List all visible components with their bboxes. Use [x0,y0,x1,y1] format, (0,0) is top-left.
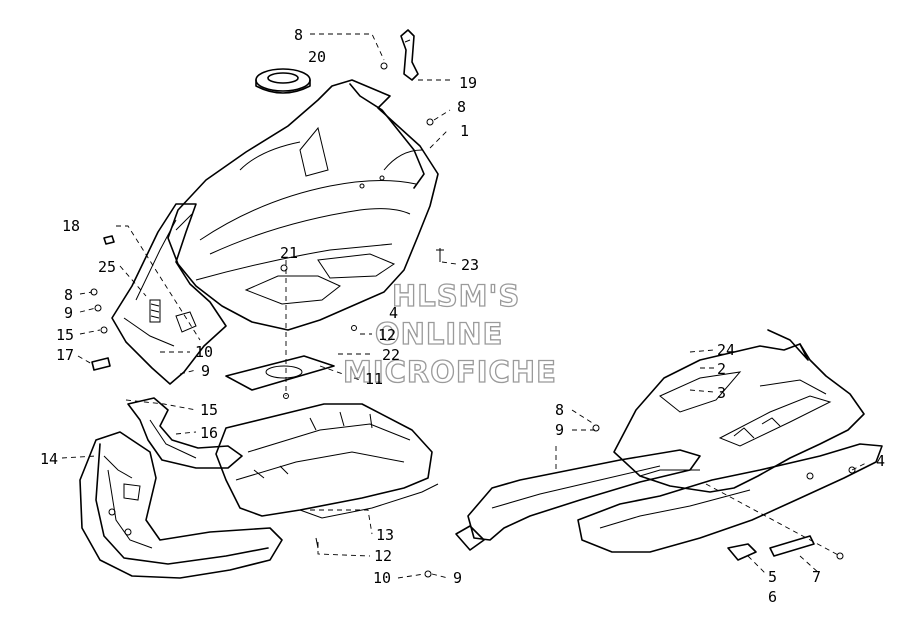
part-19-bracket[interactable] [400,29,419,81]
callout-9: 9 [64,304,73,322]
callout-9: 9 [555,421,564,439]
callout-8: 8 [64,286,73,304]
callout-5: 5 [768,568,777,586]
callout-24: 24 [717,341,735,359]
callout-20: 20 [308,48,326,66]
callout-8: 8 [294,26,303,44]
watermark-line-2: ONLINE [375,317,503,351]
callout-17: 17 [56,346,74,364]
callout-21: 21 [280,244,298,262]
callout-7: 7 [812,568,821,586]
callout-3: 3 [717,384,726,402]
part-14-front-bumper[interactable] [79,431,283,579]
callout-8: 8 [555,401,564,419]
callout-12: 12 [378,326,396,344]
leader-lines [61,33,869,579]
hardware-fasteners [90,62,856,578]
part-5-emblem[interactable] [727,543,757,561]
callout-9: 9 [201,362,210,380]
callout-16: 16 [200,424,218,442]
part-16-belly-pan[interactable] [127,397,243,469]
callout-19: 19 [459,74,477,92]
part-2-side-panel-right[interactable] [613,329,865,493]
part-lower-side-pan[interactable] [577,443,883,553]
callout-4: 4 [389,304,398,322]
watermark-line-1: HLSM'S [392,279,520,313]
callout-labels: 8 20 19 8 1 18 21 23 25 8 9 4 15 12 10 1… [40,26,885,606]
callout-15: 15 [56,326,74,344]
watermark-line-3: MICROFICHE [343,355,557,389]
callout-2: 2 [717,360,726,378]
callout-9: 9 [453,569,462,587]
callout-12: 12 [374,547,392,565]
part-20-ring-gasket[interactable] [255,68,311,94]
callout-22: 22 [382,346,400,364]
callout-1: 1 [460,122,469,140]
watermark: HLSM'S ONLINE MICROFICHE [342,278,557,389]
callout-8: 8 [457,98,466,116]
part-7-trim-strip[interactable] [769,535,815,557]
callout-18: 18 [62,217,80,235]
callout-11: 11 [365,370,383,388]
callout-10: 10 [195,343,213,361]
part-1-hood-console[interactable] [167,79,439,331]
callout-13: 13 [376,526,394,544]
callout-6: 6 [768,588,777,606]
callout-14: 14 [40,450,58,468]
part-18-clip[interactable] [103,235,115,245]
part-22-plate[interactable] [225,355,335,391]
part-rear-rail[interactable] [455,449,701,551]
part-13-lower-pan[interactable] [215,403,439,519]
callout-23: 23 [461,256,479,274]
callout-25: 25 [98,258,116,276]
callout-10: 10 [373,569,391,587]
part-25-side-panel[interactable] [111,203,227,385]
callout-4: 4 [876,452,885,470]
part-17-pad[interactable] [91,357,111,371]
callout-15: 15 [200,401,218,419]
